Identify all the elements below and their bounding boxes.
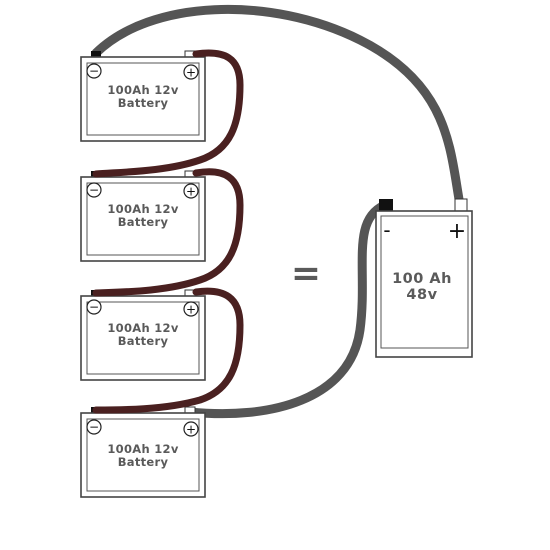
battery-1: − + 100Ah 12v Battery <box>80 50 206 142</box>
battery-4: − + 100Ah 12v Battery <box>80 406 206 498</box>
result-battery: - + 100 Ah 48v <box>375 198 473 358</box>
svg-text:+: + <box>186 303 196 317</box>
svg-text:−: − <box>89 420 99 434</box>
negative-terminal-icon: - <box>383 218 390 242</box>
positive-terminal-icon: + <box>183 64 199 80</box>
series-jumper-2 <box>92 168 244 297</box>
svg-text:+: + <box>186 66 196 80</box>
battery-label-line1: 100Ah 12v <box>107 321 178 335</box>
svg-text:+: + <box>186 185 196 199</box>
battery-label-line2: Battery <box>118 215 169 229</box>
series-jumper-1 <box>92 49 244 178</box>
battery-label-line2: Battery <box>118 455 169 469</box>
svg-text:−: − <box>89 64 99 78</box>
battery-label-line2: Battery <box>118 334 169 348</box>
positive-terminal-icon: + <box>183 183 199 199</box>
negative-terminal-icon: − <box>86 299 102 315</box>
negative-terminal-icon: − <box>86 182 102 198</box>
negative-terminal-icon: − <box>86 419 102 435</box>
battery-label-line1: 100Ah 12v <box>107 442 178 456</box>
svg-text:−: − <box>89 183 99 197</box>
battery-label-line1: 100Ah 12v <box>107 202 178 216</box>
result-label-line2: 48v <box>406 287 437 303</box>
battery-3: − + 100Ah 12v Battery <box>80 289 206 381</box>
main-negative-cable <box>91 4 465 210</box>
equals-sign: = <box>291 253 321 294</box>
battery-label-line2: Battery <box>118 96 169 110</box>
negative-terminal-icon: − <box>86 63 102 79</box>
positive-terminal-icon: + <box>183 421 199 437</box>
battery-label-line1: 100Ah 12v <box>107 83 178 97</box>
positive-terminal-icon: + <box>448 219 466 244</box>
result-label-line1: 100 Ah <box>392 271 452 287</box>
battery-2: − + 100Ah 12v Battery <box>80 170 206 262</box>
positive-terminal-icon: + <box>183 301 199 317</box>
series-jumper-3 <box>92 287 244 414</box>
svg-text:−: − <box>89 300 99 314</box>
series-jumpers <box>92 49 244 414</box>
main-positive-cable <box>185 200 390 419</box>
svg-text:+: + <box>186 423 196 437</box>
